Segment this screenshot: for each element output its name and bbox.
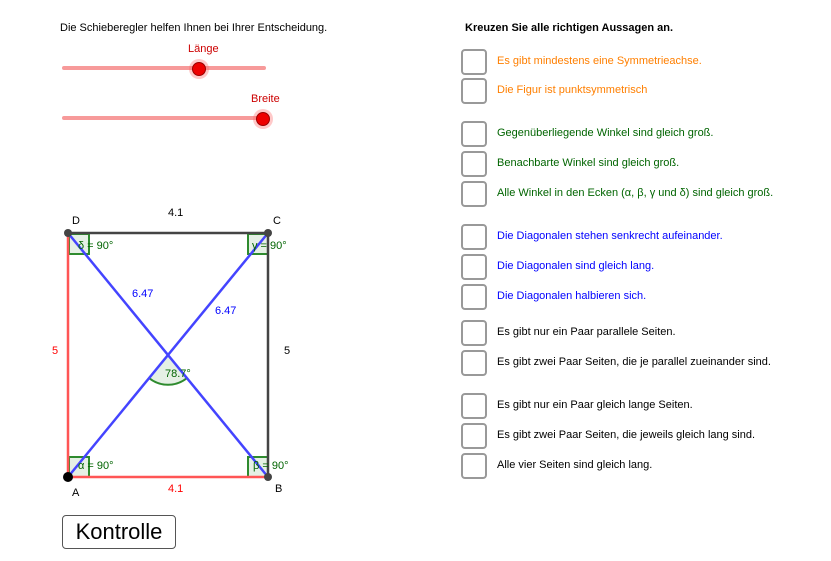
statement-label: Gegenüberliegende Winkel sind gleich gro… — [497, 127, 714, 139]
point-c[interactable] — [264, 229, 272, 237]
statement-label: Benachbarte Winkel sind gleich groß. — [497, 157, 680, 169]
statement-checkbox[interactable] — [461, 393, 487, 419]
statement-checkbox[interactable] — [461, 284, 487, 310]
side-top-length: 4.1 — [168, 207, 184, 219]
question-heading: Kreuzen Sie alle richtigen Aussagen an. — [465, 22, 674, 34]
slider-length-handle[interactable] — [192, 62, 206, 76]
check-button[interactable]: Kontrolle — [62, 515, 176, 549]
angle-center-value: 78.7° — [165, 368, 191, 380]
slider-label-length: Länge — [188, 43, 219, 55]
statement-label: Es gibt zwei Paar Seiten, die je paralle… — [497, 356, 771, 368]
diagonal-db-length: 6.47 — [132, 288, 154, 300]
statement-label: Die Diagonalen halbieren sich. — [497, 290, 647, 302]
angle-beta-value: β = 90° — [253, 460, 289, 472]
slider-width-handle[interactable] — [256, 112, 270, 126]
statement-checkbox[interactable] — [461, 78, 487, 104]
label-a: A — [72, 487, 80, 499]
statement-checkbox[interactable] — [461, 181, 487, 207]
angle-center-fill — [149, 355, 187, 385]
statement-label: Alle vier Seiten sind gleich lang. — [497, 459, 653, 471]
statement-checkbox[interactable] — [461, 453, 487, 479]
side-bottom-length: 4.1 — [168, 483, 184, 495]
statement-label: Alle Winkel in den Ecken (α, β, γ und δ)… — [497, 187, 774, 199]
label-c: C — [273, 215, 281, 227]
statement-label: Die Diagonalen sind gleich lang. — [497, 260, 655, 272]
statement-checkbox[interactable] — [461, 423, 487, 449]
slider-length-track[interactable] — [62, 66, 266, 70]
statement-checkbox[interactable] — [461, 320, 487, 346]
slider-label-width: Breite — [251, 93, 280, 105]
statement-label: Es gibt nur ein Paar parallele Seiten. — [497, 326, 676, 338]
point-d[interactable] — [64, 229, 72, 237]
label-d: D — [72, 215, 80, 227]
statement-checkbox[interactable] — [461, 254, 487, 280]
side-right-length: 5 — [284, 345, 291, 357]
statement-label: Es gibt nur ein Paar gleich lange Seiten… — [497, 399, 693, 411]
statement-label: Es gibt zwei Paar Seiten, die jeweils gl… — [497, 429, 756, 441]
statement-checkbox[interactable] — [461, 350, 487, 376]
statement-checkbox[interactable] — [461, 151, 487, 177]
angle-alpha-value: α = 90° — [78, 460, 114, 472]
side-left-length: 5 — [52, 345, 59, 357]
statement-checkbox[interactable] — [461, 49, 487, 75]
diagonal-ac — [67, 232, 269, 478]
angle-gamma-value: γ = 90° — [252, 240, 287, 252]
statement-label: Die Figur ist punktsymmetrisch — [497, 84, 648, 96]
statement-checkbox[interactable] — [461, 224, 487, 250]
statement-label: Es gibt mindestens eine Symmetrieachse. — [497, 55, 702, 67]
statement-checkbox[interactable] — [461, 121, 487, 147]
label-b: B — [275, 483, 283, 495]
point-b[interactable] — [264, 473, 272, 481]
diagonal-ac-length: 6.47 — [215, 305, 237, 317]
angle-center-arc — [148, 377, 188, 386]
statement-label: Die Diagonalen stehen senkrecht aufeinan… — [497, 230, 723, 242]
point-a[interactable] — [63, 472, 73, 482]
angle-delta-value: δ = 90° — [78, 240, 114, 252]
instruction-text: Die Schieberegler helfen Ihnen bei Ihrer… — [60, 22, 328, 34]
slider-width-track[interactable] — [62, 116, 266, 120]
